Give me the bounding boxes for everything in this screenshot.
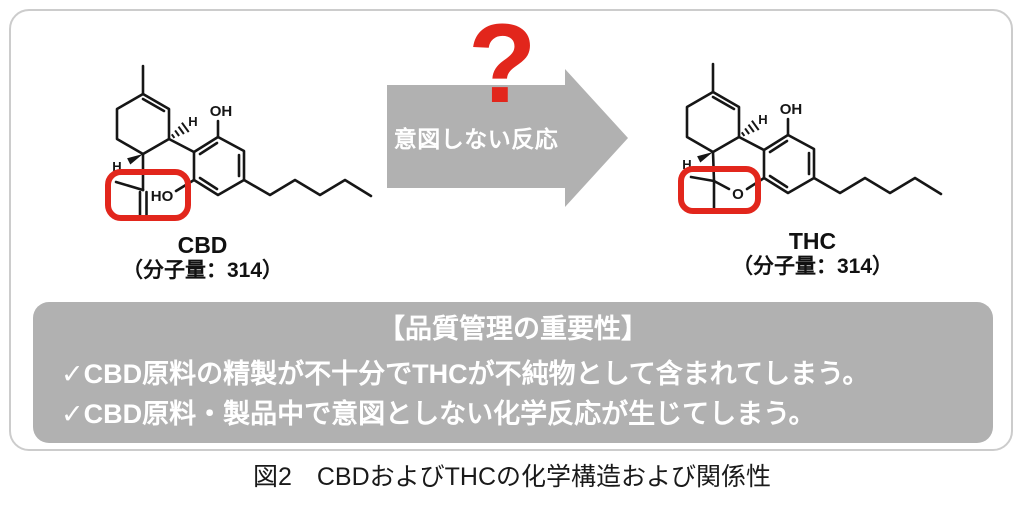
thc-label: THC （分子量：314）: [700, 229, 925, 280]
cbd-label: CBD （分子量：314）: [90, 233, 315, 284]
quality-box-title: 【品質管理の重要性】: [378, 314, 648, 344]
cbd-oh-label: OH: [210, 103, 233, 120]
cbd-bold-wedge: [127, 154, 143, 165]
cbd-ho-label: HO: [151, 188, 174, 205]
thc-oh-label: OH: [780, 101, 803, 118]
cbd-hash-h-label: H: [188, 114, 197, 129]
reaction-arrow: 意図しない反応: [387, 69, 628, 207]
quality-management-box: 【品質管理の重要性】 ✓CBD原料の精製が不十分でTHCが不純物として含まれてし…: [33, 302, 993, 443]
cbd-hash-wedge: [170, 122, 190, 139]
quality-box-item: ✓CBD原料の精製が不十分でTHCが不純物として含まれてしまう。: [61, 359, 870, 389]
thc-bonds: [685, 62, 943, 214]
cbd-name: CBD: [177, 232, 228, 258]
cbd-highlight-box: [105, 169, 191, 221]
thc-hash-wedge: [740, 120, 760, 137]
thc-structure: OH H H O: [678, 62, 943, 214]
cbd-bonds: [114, 64, 373, 217]
thc-name: THC: [788, 228, 837, 254]
reaction-arrow-label: 意図しない反応: [393, 125, 559, 152]
cbd-structure: OH H H HO: [105, 64, 373, 221]
cbd-molecular-weight: （分子量：314）: [121, 259, 284, 282]
thc-wedge-h-label: H: [682, 157, 691, 172]
question-mark-icon: ?: [468, 1, 537, 126]
quality-box-items: ✓CBD原料の精製が不十分でTHCが不純物として含まれてしまう。 ✓CBD原料・…: [33, 354, 993, 434]
thc-molecular-weight: （分子量：314）: [731, 255, 894, 278]
thc-highlight-box: [678, 166, 761, 214]
figure-caption: 図2 CBDおよびTHCの化学構造および関係性: [252, 463, 772, 491]
thc-bold-wedge: [697, 152, 713, 163]
cbd-wedge-h-label: H: [112, 159, 121, 174]
quality-box-item: ✓CBD原料・製品中で意図としない化学反応が生じてしまう。: [61, 399, 816, 429]
thc-hash-h-label: H: [758, 112, 767, 127]
thc-o-label: O: [732, 186, 744, 203]
